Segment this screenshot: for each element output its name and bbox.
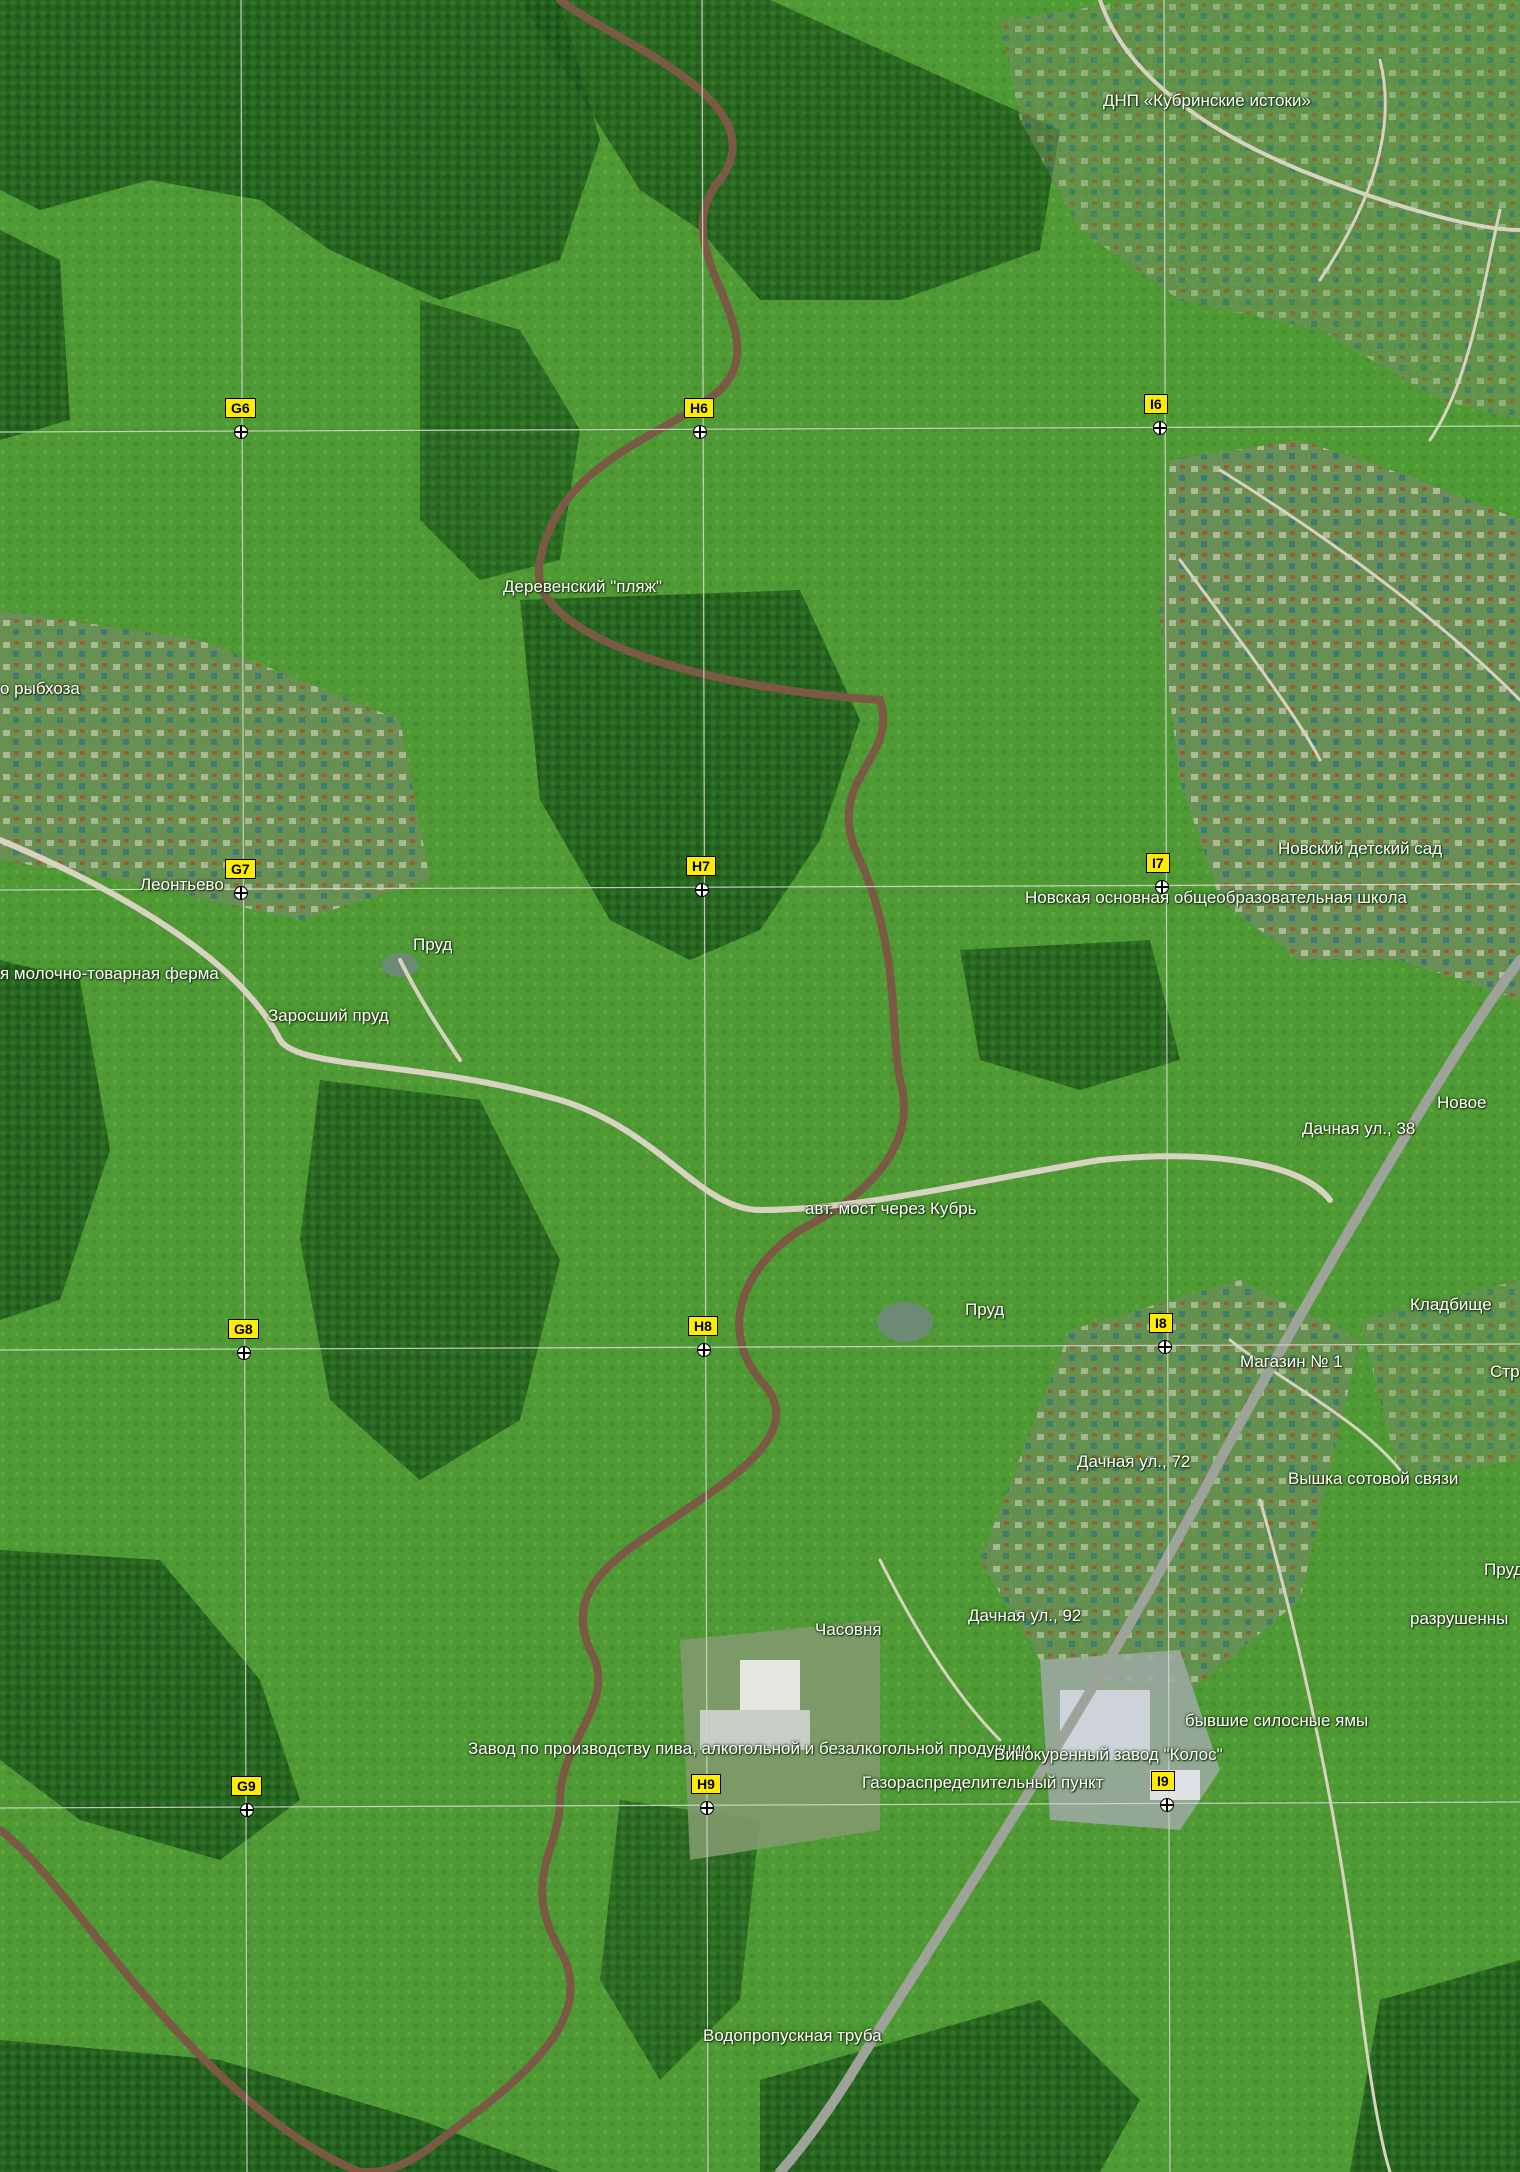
grid-label-h8: H8 [688,1316,718,1336]
place-label-leontevo[interactable]: Леонтьево [140,875,224,894]
ponds [382,953,933,1342]
grid-line-horizontal [0,883,1520,891]
crosshair-icon [693,425,707,439]
place-label-bridge[interactable]: авт. мост через Кубрь [805,1199,977,1218]
place-label-dachnaya38[interactable]: Дачная ул., 38 [1302,1119,1416,1138]
grid-label-g8: G8 [228,1319,259,1339]
place-label-novoe[interactable]: Новое [1437,1093,1487,1112]
place-label-ruined[interactable]: разрушенны [1410,1609,1509,1628]
grid-label-i7: I7 [1146,853,1170,873]
crosshair-icon [240,1803,254,1817]
place-label-silage[interactable]: бывшие силосные ямы [1185,1711,1369,1730]
place-label-pond2[interactable]: Пруд [965,1300,1005,1319]
place-label-str[interactable]: Стр [1490,1362,1520,1381]
place-label-shop[interactable]: Магазин № 1 [1240,1352,1343,1371]
settlements [0,0,1520,1700]
place-label-chapel[interactable]: Часовня [815,1620,882,1639]
place-label-fish[interactable]: о рыбхоза [0,679,80,698]
place-label-beach[interactable]: Деревенский "пляж" [503,577,662,596]
place-label-gas[interactable]: Газораспределительный пункт [862,1773,1104,1792]
place-label-dairy[interactable]: я молочно-товарная ферма [0,964,219,983]
grid-label-g7: G7 [225,859,256,879]
grid-label-g6: G6 [225,398,256,418]
crosshair-icon [237,1346,251,1360]
crosshair-icon [1153,421,1167,435]
place-label-school[interactable]: Новская основная общеобразовательная шко… [1025,888,1407,907]
grid-line-horizontal [0,425,1520,433]
place-label-dachnaya92[interactable]: Дачная ул., 92 [968,1606,1082,1625]
place-label-dnp[interactable]: ДНП «Кубринские истоки» [1103,91,1311,110]
grid-label-g9: G9 [231,1776,262,1796]
grid-line-horizontal [0,1343,1520,1351]
crosshair-icon [697,1343,711,1357]
grid-label-h7: H7 [686,856,716,876]
grid-label-i8: I8 [1149,1313,1173,1333]
place-label-kindergarten[interactable]: Новский детский сад [1278,839,1443,858]
place-label-kolos[interactable]: Винокуренный завод "Колос" [994,1745,1223,1764]
grid-label-h9: H9 [691,1774,721,1794]
place-label-cemetery[interactable]: Кладбище [1410,1295,1492,1314]
place-label-pond3[interactable]: Пруд [1484,1560,1520,1579]
grid-label-i6: I6 [1144,394,1168,414]
kubr-river [0,0,908,2172]
grid-label-i9: I9 [1151,1771,1175,1791]
crosshair-icon [695,883,709,897]
crosshair-icon [1155,880,1169,894]
grid-label-h6: H6 [684,398,714,418]
place-label-overgrown[interactable]: Заросший пруд [268,1006,389,1025]
place-label-tower[interactable]: Вышка сотовой связи [1288,1469,1459,1488]
place-label-brewery[interactable]: Завод по производству пива, алкогольной … [468,1739,1031,1758]
crosshair-icon [1160,1798,1174,1812]
crosshair-icon [1158,1340,1172,1354]
place-label-dachnaya72[interactable]: Дачная ул., 72 [1077,1452,1191,1471]
place-label-pond1[interactable]: Пруд [413,935,453,954]
crosshair-icon [700,1801,714,1815]
place-label-culvert[interactable]: Водопропускная труба [703,2026,882,2045]
highway [775,955,1520,2172]
crosshair-icon [234,425,248,439]
crosshair-icon [234,886,248,900]
